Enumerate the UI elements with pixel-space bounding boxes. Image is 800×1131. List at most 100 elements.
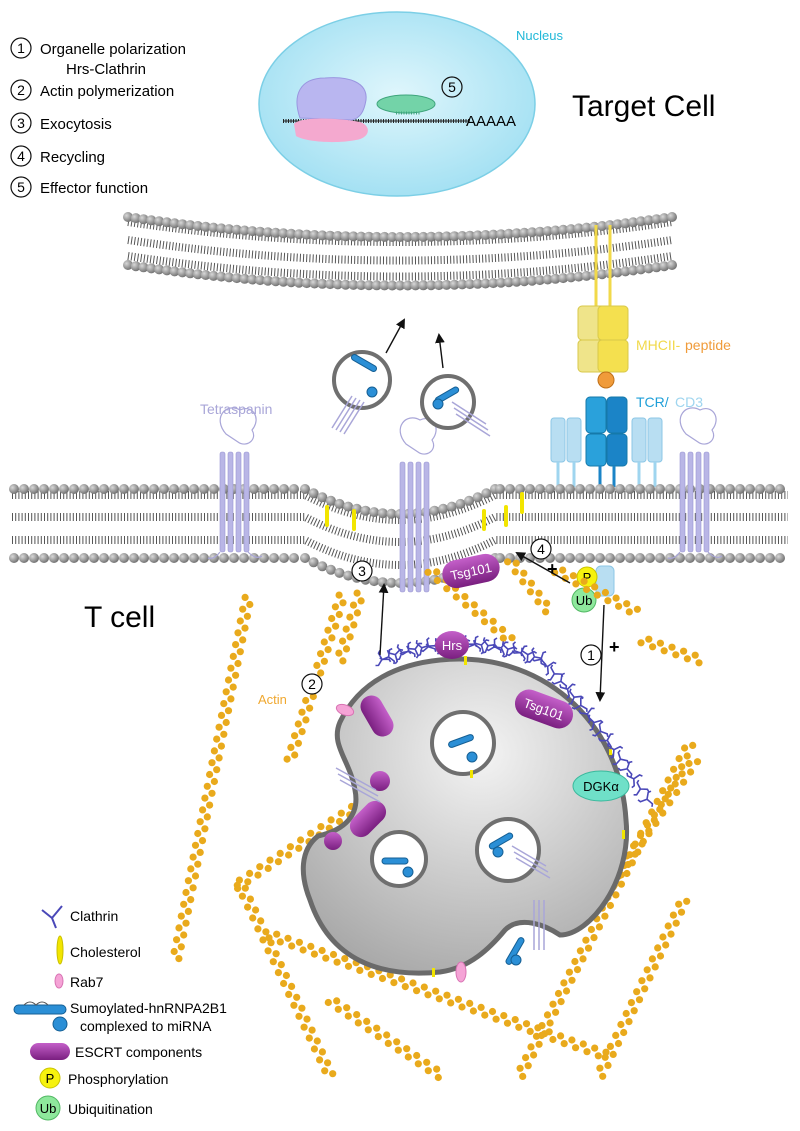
actin-bead — [354, 1019, 362, 1027]
actin-bead — [662, 941, 670, 949]
intraluminal-vesicle — [370, 830, 428, 888]
actin-bead — [364, 1026, 372, 1034]
actin-bead — [512, 559, 520, 567]
actin-bead — [184, 877, 192, 885]
actin-bead — [298, 728, 306, 736]
actin-bead — [447, 999, 455, 1007]
lipid-head-icon — [325, 495, 336, 506]
actin-bead — [220, 700, 228, 708]
lipid-head-icon — [464, 279, 475, 290]
lipid-head-icon — [402, 280, 413, 291]
step-marker-number: 1 — [587, 647, 595, 663]
actin-bead — [633, 605, 642, 613]
lipid-head-icon — [659, 261, 670, 272]
lipid-head-icon — [615, 553, 625, 563]
lipid-head-icon — [49, 484, 59, 494]
cd3-chain — [566, 417, 582, 463]
legend-symbol: P — [46, 1071, 55, 1086]
actin-bead — [335, 591, 343, 599]
actin-bead — [646, 974, 654, 982]
lipid-head-icon — [270, 276, 281, 287]
actin-bead — [374, 1033, 382, 1041]
actin-bead — [677, 908, 686, 916]
actin-bead — [299, 946, 307, 954]
lipid-head-icon — [177, 267, 188, 278]
step-1: 1 Organelle polarization Hrs-Clathrin — [10, 37, 186, 78]
rab7-icon — [54, 973, 64, 989]
actin-bead — [638, 840, 646, 848]
actin-bead — [469, 1007, 477, 1015]
actin-bead — [310, 950, 318, 958]
lipid-head-icon — [69, 484, 79, 494]
actin-bead — [269, 958, 277, 966]
lipid-head-icon — [371, 280, 382, 291]
lipid-head-icon — [179, 484, 189, 494]
actin-bead — [695, 659, 703, 667]
actin-bead — [295, 844, 303, 852]
actin-bead — [601, 588, 610, 597]
clathrin-lattice — [375, 634, 654, 807]
actin-bead — [511, 568, 519, 576]
actin-bead — [520, 569, 528, 577]
actin-bead — [241, 624, 249, 632]
lipid-head-icon — [566, 224, 576, 235]
actin-bead — [526, 588, 535, 596]
actin-bead — [274, 969, 282, 977]
lipid-head-icon — [695, 553, 705, 563]
actin-bead — [508, 634, 516, 642]
actin-bead — [576, 947, 585, 955]
actin-bead — [293, 993, 301, 1001]
lipid-head-icon — [334, 498, 345, 509]
cholesterol-icon — [609, 746, 612, 755]
actin-bead — [664, 922, 672, 930]
lipid-head-icon — [745, 484, 755, 494]
lipid-head-icon — [635, 553, 645, 563]
actin-bead — [656, 639, 665, 647]
actin-bead — [499, 634, 507, 642]
lipid-head-icon — [534, 275, 545, 286]
step-text: Exocytosis — [40, 116, 112, 133]
lipid-head-icon — [542, 226, 553, 237]
mhcii-complex: MHCII- peptide — [577, 225, 731, 389]
actin-bead — [317, 823, 325, 831]
lipid-head-icon — [612, 219, 623, 230]
actin-label: Actin — [258, 692, 287, 707]
actin-bead — [458, 1003, 466, 1011]
actin-bead — [545, 1028, 553, 1036]
actin-bead — [643, 966, 651, 974]
lipid-head-icon — [149, 484, 159, 494]
lipid-head-icon — [294, 229, 304, 240]
actin-bead — [675, 900, 683, 908]
actin-bead — [678, 763, 686, 771]
legend-label-secondary: complexed to miRNA — [80, 1018, 212, 1034]
clathrin-icon — [379, 647, 396, 665]
clathrin-icon — [41, 905, 63, 929]
cd3-chain — [631, 417, 647, 463]
actin-bead — [568, 1036, 576, 1044]
lipid-head-icon — [9, 484, 19, 494]
lipid-head-icon — [585, 484, 595, 494]
actin-bead — [675, 755, 683, 763]
steps-list: 1 Organelle polarization Hrs-Clathrin 2 … — [10, 37, 186, 198]
actin-bead — [664, 790, 672, 798]
actin-bead — [262, 928, 270, 936]
actin-bead — [337, 809, 345, 817]
actin-bead — [424, 991, 432, 999]
lipid-head-icon — [99, 553, 109, 563]
actin-bead — [373, 1024, 381, 1032]
actin-bead — [680, 647, 688, 655]
actin-bead — [222, 718, 230, 727]
actin-bead — [666, 799, 674, 807]
clathrin-icon — [559, 683, 576, 699]
actin-bead — [672, 919, 680, 927]
clathrin-icon — [419, 637, 437, 653]
actin-bead — [615, 602, 623, 610]
actin-bead — [519, 578, 527, 586]
actin-bead — [424, 568, 432, 576]
lipid-head-icon — [472, 492, 483, 503]
actin-bead — [398, 975, 406, 983]
actin-bead — [583, 585, 591, 594]
actin-bead — [606, 901, 615, 910]
tetraspanin-icon — [335, 767, 381, 803]
actin-bead — [622, 1009, 630, 1018]
